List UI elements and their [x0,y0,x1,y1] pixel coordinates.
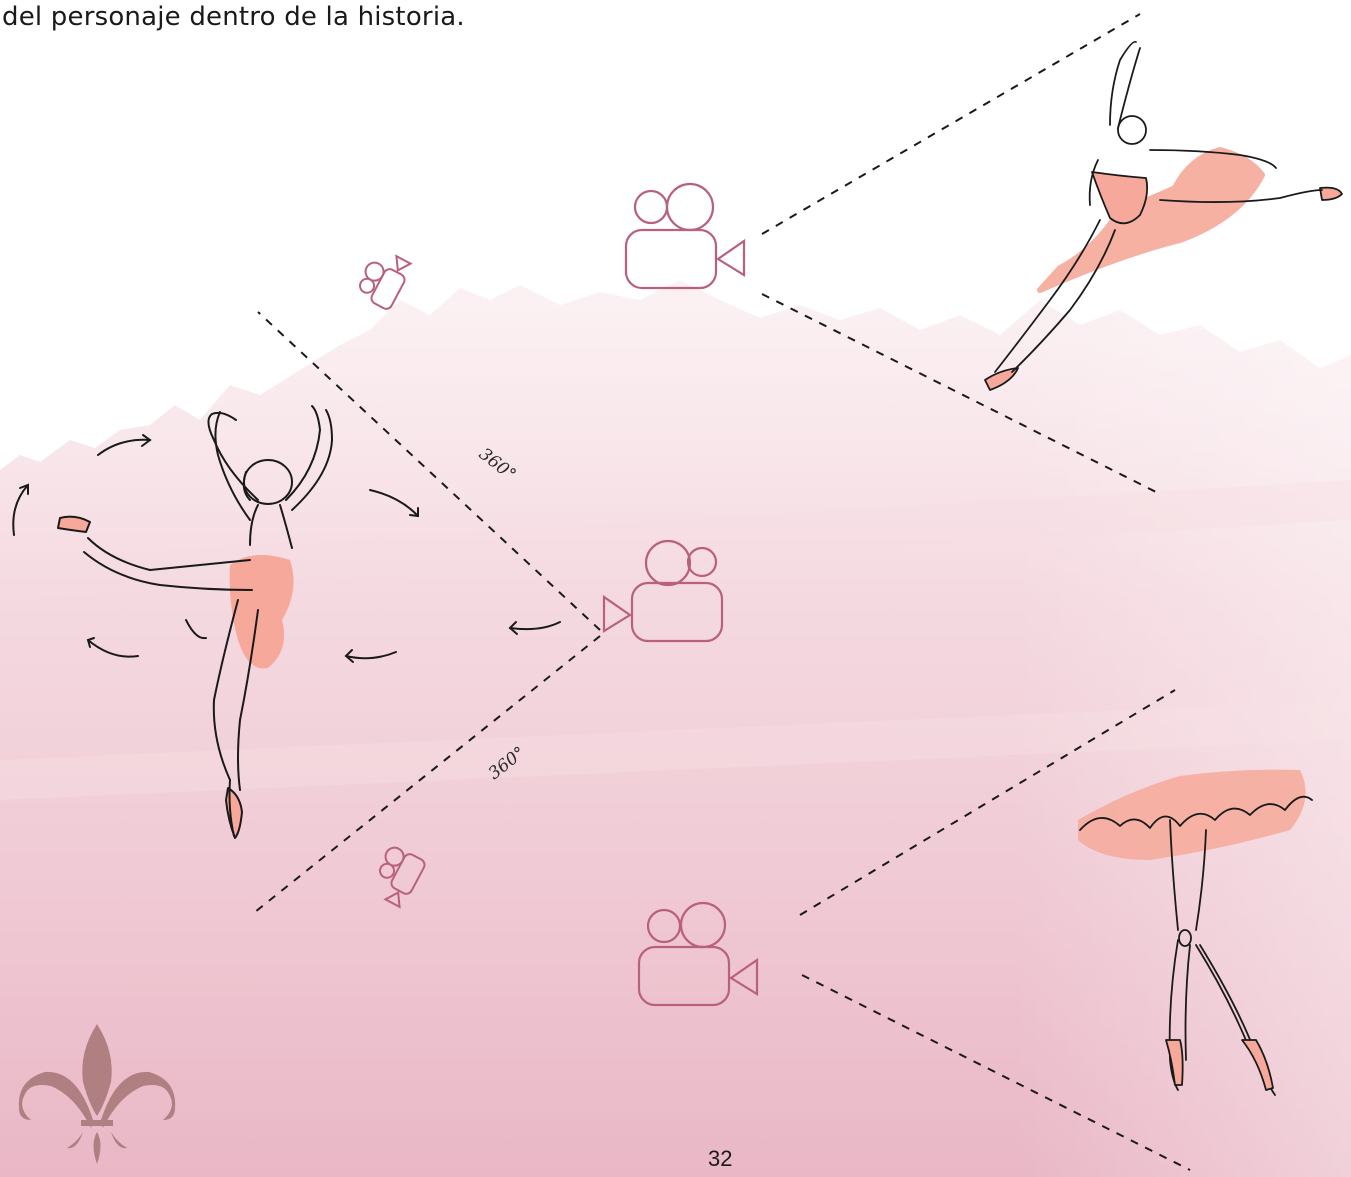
video-camera-icon [602,539,724,643]
arrow-head-icon [409,507,419,518]
arrow-icon [87,639,139,658]
frustum-line-top-lower [761,293,1163,496]
intro-text: del personaje dentro de la historia. [2,2,465,32]
frustum-line-middle-upper [257,311,601,631]
arrow-head-icon [508,621,518,635]
video-camera-icon [637,901,759,1007]
frustum-line-middle-lower [254,635,601,913]
camera-frustum-lines [254,13,1191,1171]
arrow-icon [97,438,151,456]
ballerina-arabesque-illustration [57,405,333,839]
rotation-label-upper: 360° [475,444,520,485]
ballerina-legs-illustration [1078,769,1313,1096]
arrow-icon [509,621,561,631]
ballerina-leap-illustration [984,40,1343,391]
frustum-line-bottom-lower [801,974,1191,1171]
arrow-icon [12,484,29,536]
video-camera-icon [359,254,413,310]
video-camera-icon [624,182,746,290]
rotation-arrows [12,434,561,663]
frustum-line-top-upper [761,13,1141,235]
arrow-head-icon [344,649,354,663]
arrow-head-icon [19,483,29,495]
video-camera-icon [379,846,426,909]
arrow-head-icon [86,637,95,648]
page-number: 32 [708,1146,733,1171]
arrow-icon [369,489,419,517]
rotation-label-lower: 360° [485,743,530,784]
arrow-head-icon [141,434,152,447]
fleur-de-lis-icon [18,1024,176,1164]
arrow-icon [345,651,397,660]
